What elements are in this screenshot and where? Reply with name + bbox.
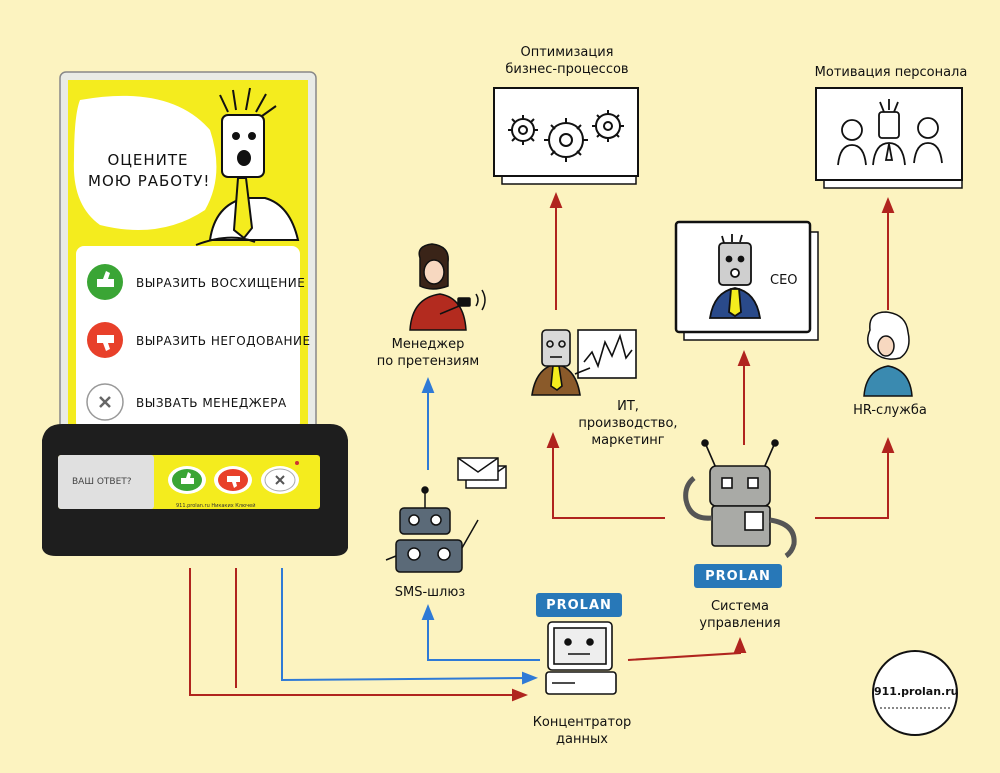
motivation-card [815,87,963,189]
option-call-manager-button[interactable] [86,383,124,421]
line-hub-to-system [627,637,747,661]
base-label-area [58,455,154,509]
prolan-logo-text-2: PROLAN [546,598,612,613]
blue-connections [281,377,540,685]
label-optimization: Оптимизация бизнес-процессов [505,45,629,77]
speech-line-2: МОЮ РАБОТУ! [88,172,211,190]
speech-text: ОЦЕНИТЕ МОЮ РАБОТУ! [88,150,211,192]
status-led [295,461,299,465]
base-red-button[interactable] [214,466,252,494]
line-device-to-hub-1 [189,568,528,702]
control-robot-icon [683,439,797,559]
cartoon-man-icon [195,87,300,246]
prolan-logo-1 [694,564,782,588]
base-small-text: 911.prolan.ru Никаких Ключей [176,503,256,509]
line-hub-to-sms [421,604,540,661]
prolan-logo-text-1: PROLAN [705,569,771,584]
label-hub: Концентратор данных [532,715,632,747]
gears-icon [508,110,624,162]
hub-computer-icon [545,621,617,695]
base-thumbs-up-icon [181,472,194,484]
option-outrage-button[interactable] [87,322,123,358]
speech-bubble [73,95,217,230]
site-link[interactable]: 911.prolan.ru [874,685,959,698]
base-close-icon [275,475,285,485]
close-icon [99,396,111,408]
envelopes-icon [457,457,507,489]
option-admire-label: ВЫРАЗИТЬ ВОСХИЩЕНИЕ [136,276,306,290]
label-it: ИТ, производство, маркетинг [578,399,678,448]
thumbs-up-icon [97,271,114,287]
label-system: Система управления [699,599,781,631]
it-person-icon [531,329,637,396]
line-system-to-hr [815,437,895,519]
label-motivation: Мотивация персонала [814,65,968,80]
manager-icon [409,243,486,331]
label-manager: Менеджер по претензиям [376,337,480,369]
option-outrage-label: ВЫРАЗИТЬ НЕГОДОВАНИЕ [136,334,311,348]
ceo-card [674,220,819,341]
speech-line-1: ОЦЕНИТЕ [107,151,189,169]
option-call-label: ВЫЗВАТЬ МЕНЕДЖЕРА [136,396,287,410]
base-label: ВАШ ОТВЕТ? [72,477,132,487]
base-thumbs-down-icon [227,476,240,488]
ceo-man-icon [708,234,762,319]
hr-person-icon [863,311,913,397]
label-ceo: CEO [770,273,798,288]
optimization-card [493,87,639,185]
line-system-to-it [546,432,665,519]
options-panel [76,246,300,430]
thumbs-down-icon [97,335,114,351]
label-hr: HR-служба [853,403,927,418]
label-sms: SMS-шлюз [394,585,466,600]
red-connections [189,192,895,702]
staff-icon [837,99,943,166]
sms-robot-icon [385,486,479,573]
prolan-logo-2 [536,593,622,617]
feedback-device [42,71,348,556]
site-badge [872,650,958,736]
base-green-button[interactable] [168,466,206,494]
line-device-to-hub-blue [281,568,538,685]
base-white-button[interactable] [261,466,299,494]
option-admire-button[interactable] [87,264,123,300]
